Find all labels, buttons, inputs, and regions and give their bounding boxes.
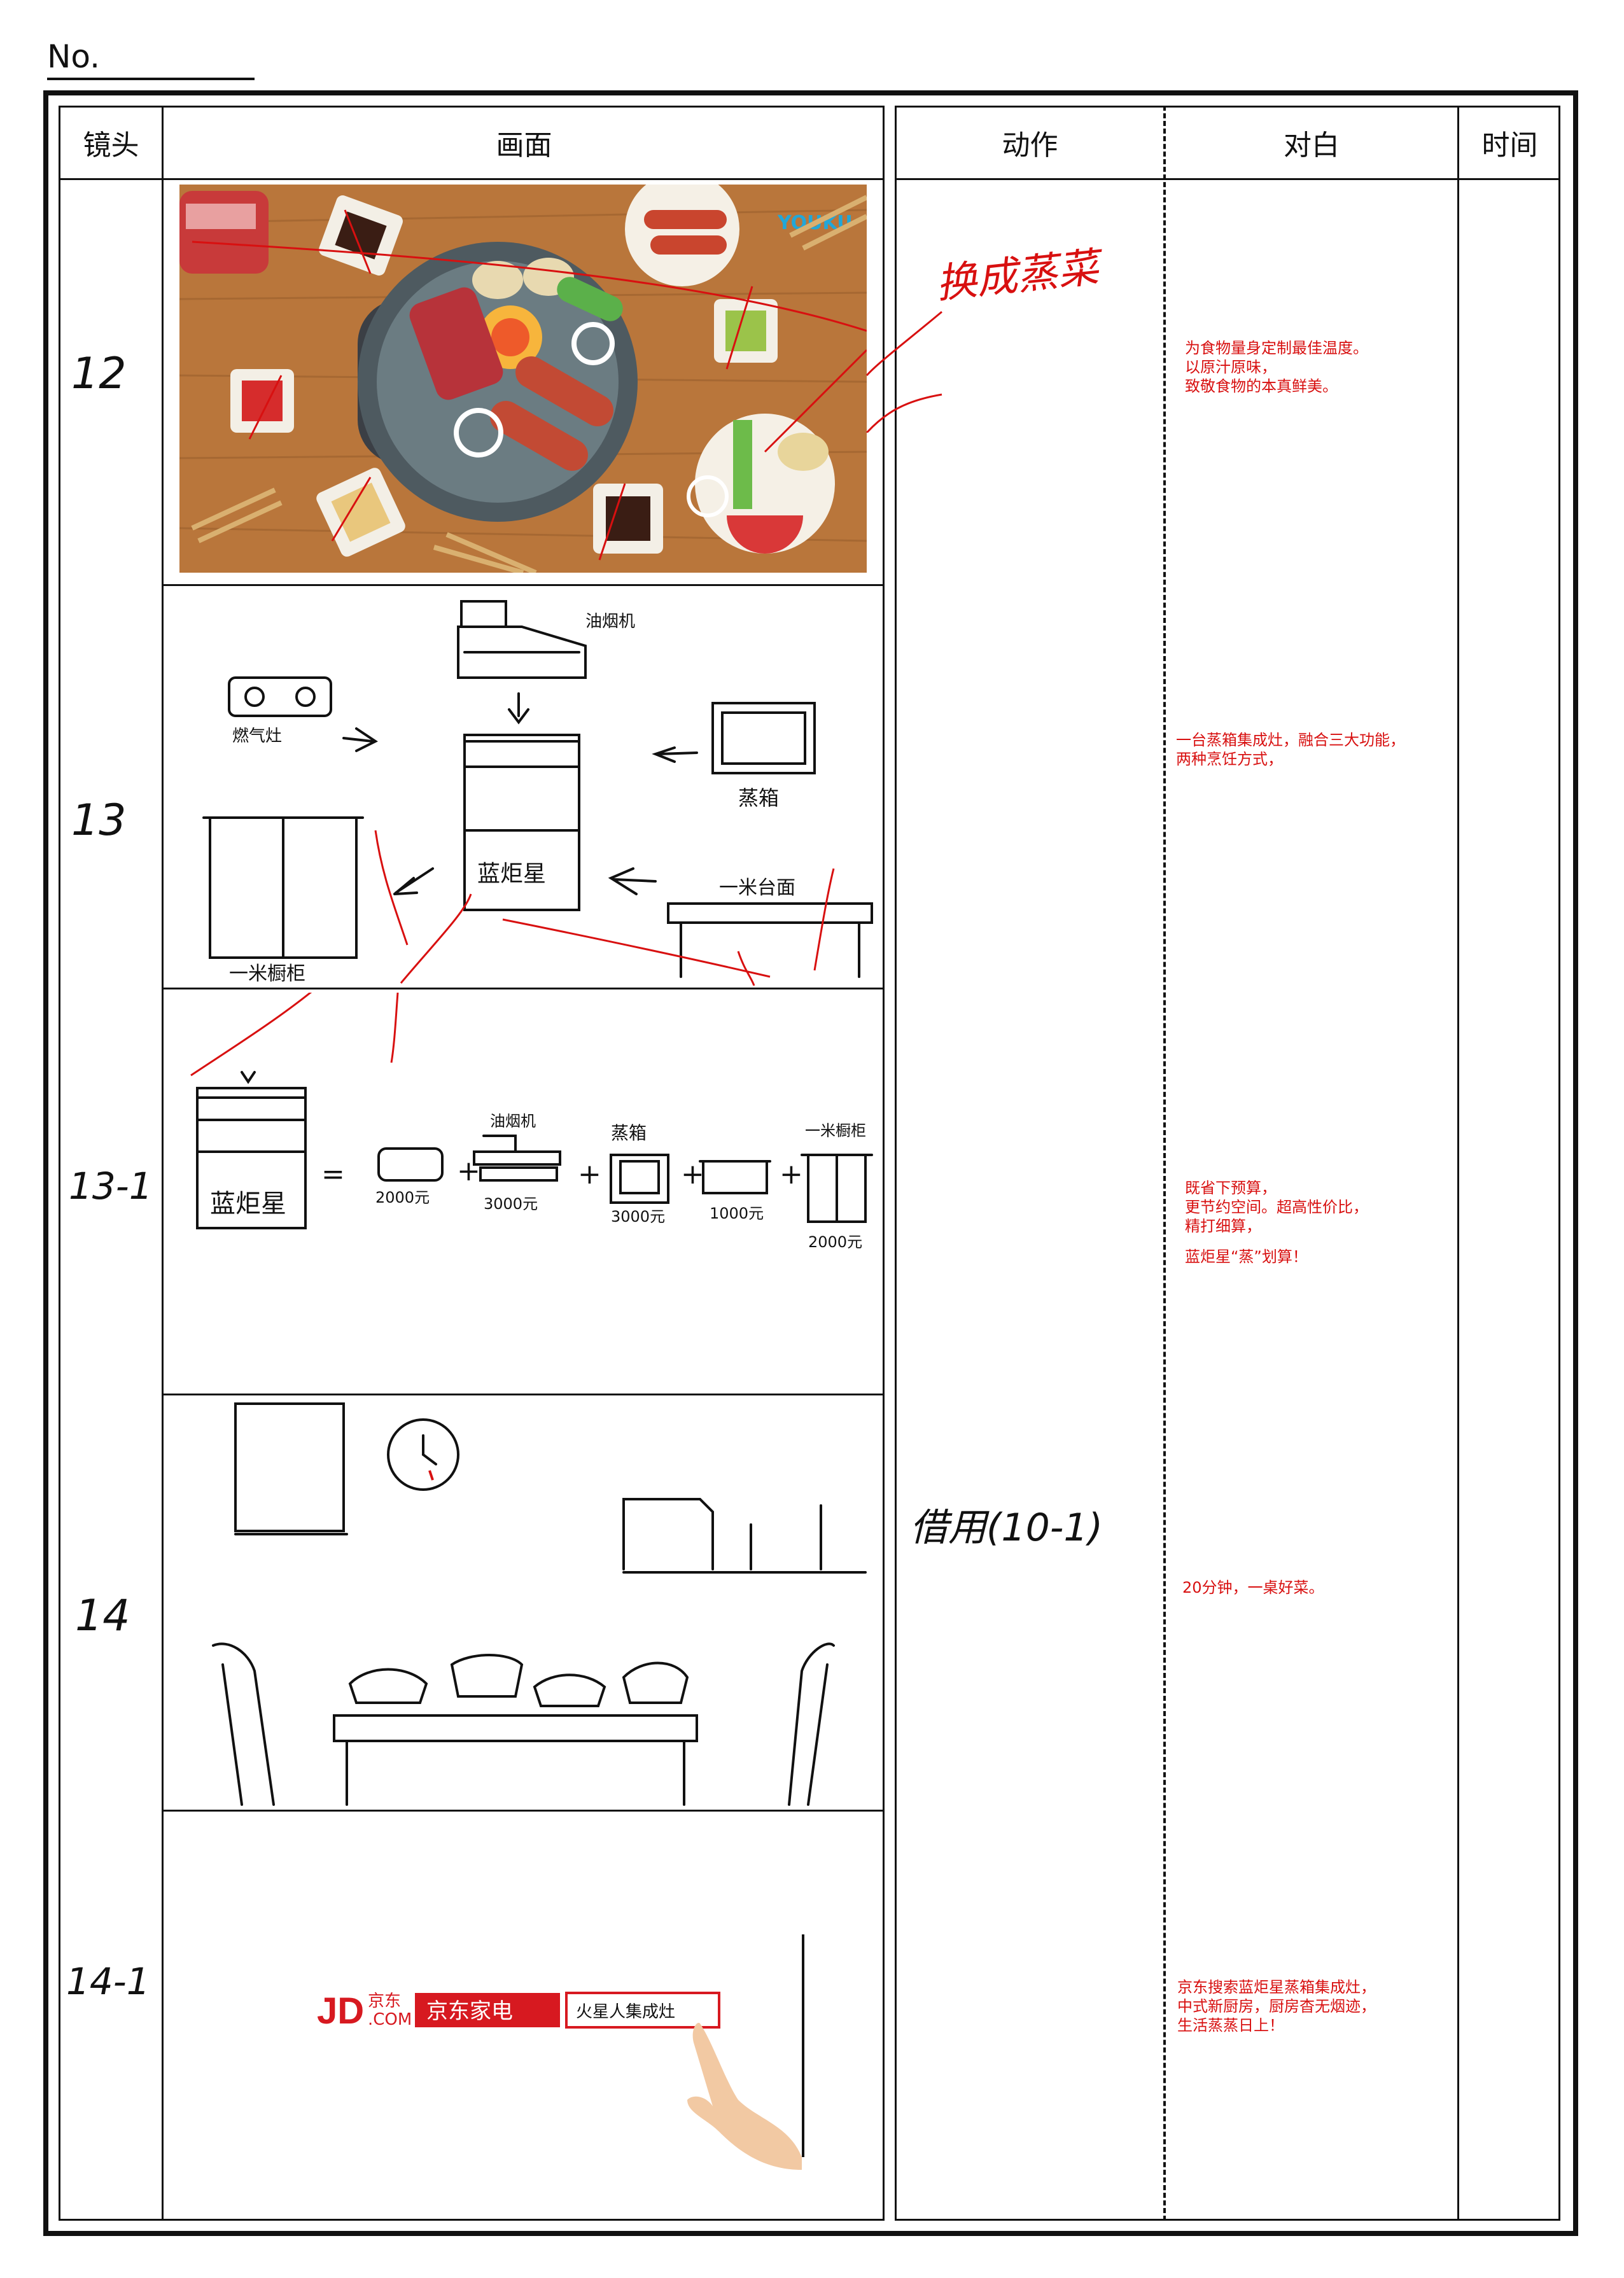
price-label: 2000元 <box>808 1233 862 1251</box>
price-label: 3000元 <box>484 1195 538 1213</box>
plus-sign: + <box>681 1158 704 1191</box>
label-stove: 燃气灶 <box>232 727 282 746</box>
dialogue-text-extra: 蓝炬星“蒸”划算！ <box>1185 1247 1308 1266</box>
header-dialogue: 对白 <box>1166 122 1457 163</box>
number-underline <box>47 78 255 80</box>
header-action: 动作 <box>897 122 1163 163</box>
header-underline-right <box>895 178 1560 180</box>
shot-number: 13-1 <box>69 1164 153 1208</box>
jd-search-scene: JD 京东 .COM 京东家电 火星人集成灶 <box>165 1813 883 2218</box>
jd-channel: 京东家电 <box>426 1999 513 2024</box>
price-label: 1000元 <box>710 1205 764 1222</box>
dialogue-text: 一台蒸箱集成灶，融合三大功能， 两种烹饪方式， <box>1176 730 1405 769</box>
plus-sign: + <box>457 1155 480 1187</box>
shot-column-divider <box>162 106 164 2221</box>
equals-sign: = <box>321 1158 345 1191</box>
dining-room-sketch <box>165 1397 883 1808</box>
bbq-illustration: YOUKU <box>179 185 867 573</box>
label-hood: 油烟机 <box>585 612 635 631</box>
row-divider <box>162 584 885 586</box>
shot-number: 13 <box>71 795 127 846</box>
jd-logo-com: .COM <box>368 2010 412 2029</box>
jd-logo-cn: 京东 <box>368 1992 401 2011</box>
plus-sign: + <box>578 1158 601 1191</box>
price-label: 2000元 <box>375 1189 430 1206</box>
equation-hood-label: 油烟机 <box>490 1112 536 1130</box>
row-divider <box>162 1810 885 1812</box>
pointing-hand-icon <box>687 2023 802 2170</box>
jd-logo: JD <box>317 1990 364 2032</box>
row-divider <box>162 988 885 989</box>
components-sketch: 油烟机 燃气灶 蒸箱 一米橱柜 一米台面 蓝炬星 <box>165 589 883 986</box>
row-divider <box>162 1394 885 1395</box>
plus-sign: + <box>780 1158 803 1191</box>
shot-number: 14 <box>75 1591 130 1641</box>
price-label: 3000元 <box>611 1208 665 1226</box>
shot-number: 14-1 <box>66 1960 150 2003</box>
label-counter: 一米台面 <box>719 877 795 899</box>
equation-steamer-label: 蒸箱 <box>611 1122 647 1143</box>
action-note: 借用(10-1) <box>910 1497 1103 1552</box>
action-dialogue-divider <box>1163 106 1166 2221</box>
dialogue-text: 20分钟，一桌好菜。 <box>1182 1578 1324 1597</box>
price-equation-sketch: 蓝炬星 = + + + + 2000元 3000元 3000元 1000元 20… <box>165 993 883 1392</box>
shot-number: 12 <box>71 349 127 399</box>
label-cabinet: 一米橱柜 <box>229 963 305 985</box>
jd-search-text: 火星人集成灶 <box>576 2002 675 2022</box>
red-arrow-lines <box>827 267 955 433</box>
number-label: No. <box>47 38 100 75</box>
dialogue-text: 京东搜索蓝炬星蒸箱集成灶， 中式新厨房，厨房杳无烟迹， 生活蒸蒸日上！ <box>1177 1978 1376 2035</box>
dialogue-text: 既省下预算， 更节约空间。超高性价比， 精打细算， <box>1185 1178 1368 1236</box>
dialogue-text: 为食物量身定制最佳温度。 以原汁原味， 致敬食物的本真鲜美。 <box>1185 339 1368 396</box>
label-product: 蓝炬星 <box>477 861 546 887</box>
header-shot: 镜头 <box>60 122 162 163</box>
equation-product-label: 蓝炬星 <box>210 1189 286 1219</box>
header-time: 时间 <box>1459 122 1560 163</box>
label-steamer: 蒸箱 <box>738 786 779 810</box>
header-frame: 画面 <box>164 122 885 163</box>
header-underline-left <box>59 178 885 180</box>
right-table <box>895 106 1560 2221</box>
time-column-divider <box>1457 106 1459 2221</box>
equation-cabinet-label: 一米橱柜 <box>805 1122 866 1140</box>
